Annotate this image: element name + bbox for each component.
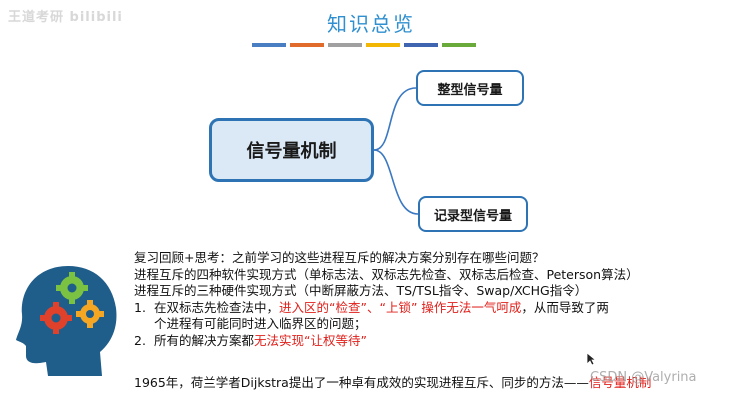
hardware-methods-line: 进程互斥的三种硬件实现方式（中断屏蔽方法、TS/TSL指令、Swap/XCHG指… bbox=[134, 283, 588, 298]
problem-item-1: 1. 在双标志先检查法中，进入区的“检查”、“上锁” 操作无法一气呵成，从而导致了… bbox=[134, 300, 639, 317]
gear-red-icon bbox=[40, 302, 72, 334]
color-segment bbox=[252, 43, 286, 47]
intro-highlight: 信号量机制 bbox=[588, 375, 652, 390]
mindmap-branch-integer-semaphore: 整型信号量 bbox=[416, 70, 524, 106]
review-text-block: 复习回顾+思考：之前学习的这些进程互斥的解决方案分别存在哪些问题？ 进程互斥的四… bbox=[134, 250, 639, 349]
color-segment bbox=[328, 43, 362, 47]
problem-item-1-continued: 个进程有可能同时进入临界区的问题； bbox=[154, 316, 367, 331]
mindmap-branch-record-semaphore: 记录型信号量 bbox=[418, 196, 528, 232]
software-methods-line: 进程互斥的四种软件实现方式（单标志法、双标志先检查、双标志后检查、Peterso… bbox=[134, 266, 639, 282]
item-text: ，从而导致了两 bbox=[521, 299, 609, 315]
head-with-gears-icon bbox=[16, 266, 117, 376]
review-question-line: 复习回顾+思考：之前学习的这些进程互斥的解决方案分别存在哪些问题？ bbox=[134, 250, 545, 265]
gear-orange-icon bbox=[76, 300, 104, 328]
intro-text: 1965年，荷兰学者Dijkstra提出了一种卓有成效的实现进程互斥、同步的方法… bbox=[134, 375, 589, 390]
dijkstra-intro-line: 1965年，荷兰学者Dijkstra提出了一种卓有成效的实现进程互斥、同步的方法… bbox=[134, 372, 651, 391]
item-number: 1. bbox=[134, 299, 146, 315]
color-segment bbox=[442, 43, 476, 47]
mindmap-center-node: 信号量机制 bbox=[209, 118, 374, 182]
page-title: 知识总览 bbox=[327, 12, 415, 36]
item-text: 在双标志先检查法中， bbox=[154, 299, 280, 315]
item-highlight: 进入区的“检查”、“上锁” 操作无法一气呵成 bbox=[279, 299, 522, 315]
color-segment bbox=[366, 43, 400, 47]
watermark: CSDN @Valyrina bbox=[590, 370, 697, 385]
item-highlight: 无法实现“让权等待” bbox=[254, 332, 367, 348]
item-text: 所有的解决方案都 bbox=[154, 332, 255, 348]
connector-top bbox=[373, 87, 417, 151]
problem-item-2: 2. 所有的解决方案都无法实现“让权等待” bbox=[134, 333, 639, 350]
connector-bottom bbox=[373, 149, 419, 215]
item-number: 2. bbox=[134, 332, 146, 348]
color-segment bbox=[290, 43, 324, 47]
color-segment bbox=[404, 43, 438, 47]
gear-green-icon bbox=[56, 272, 88, 304]
mouse-cursor-icon bbox=[586, 352, 596, 366]
channel-logo: 王道考研 bilibili bbox=[8, 10, 123, 25]
